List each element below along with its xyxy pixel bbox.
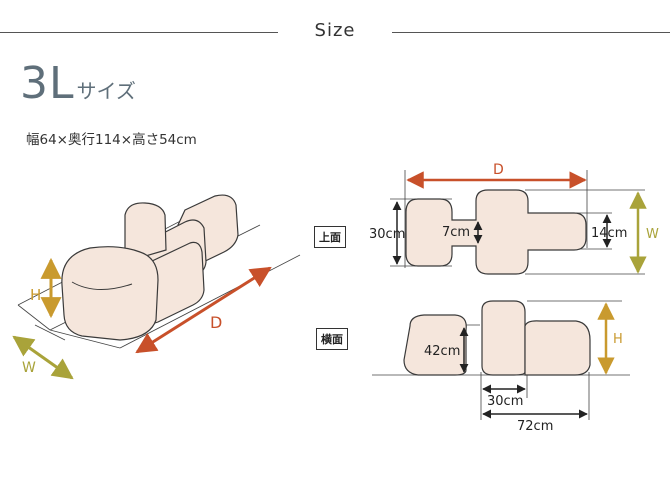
top-view-shape — [405, 189, 587, 275]
size-suffix: サイズ — [76, 79, 136, 103]
product-part-head — [61, 246, 159, 341]
side-30-label: 30cm — [487, 394, 523, 409]
top-30-label: 30cm — [369, 227, 405, 242]
top-view: D W 30cm 7cm 14cm — [369, 162, 659, 275]
size-code: 3L — [20, 58, 75, 109]
head-seam — [71, 281, 133, 290]
product-part-backrest — [124, 202, 167, 263]
side-backrest — [481, 300, 526, 376]
top-view-tag: 上面 — [314, 226, 346, 248]
top-w-label: W — [646, 227, 659, 242]
side-leg — [524, 320, 591, 376]
header-rule-right — [392, 32, 670, 33]
side-view: H 42cm 30cm 72cm — [372, 300, 630, 434]
persp-w-label: W — [22, 360, 36, 376]
guide-line — [17, 304, 51, 331]
side-42-label: 42cm — [424, 344, 460, 359]
top-7-label: 7cm — [442, 225, 470, 240]
header-rule-left — [0, 32, 278, 33]
top-d-label: D — [493, 162, 504, 178]
side-h-label: H — [613, 332, 623, 347]
depth-arrow — [135, 266, 272, 354]
persp-h-label: H — [30, 286, 41, 304]
overall-dimensions: 幅64×奥行114×高さ54cm — [26, 132, 197, 148]
top-14-label: 14cm — [591, 226, 627, 241]
guide-line — [49, 329, 121, 349]
side-view-tag: 横面 — [316, 328, 348, 350]
section-title: Size — [314, 20, 356, 41]
side-72-label: 72cm — [517, 419, 553, 434]
persp-d-label: D — [210, 313, 222, 332]
perspective-view: H W D — [12, 194, 301, 380]
width-arrow — [12, 335, 74, 380]
